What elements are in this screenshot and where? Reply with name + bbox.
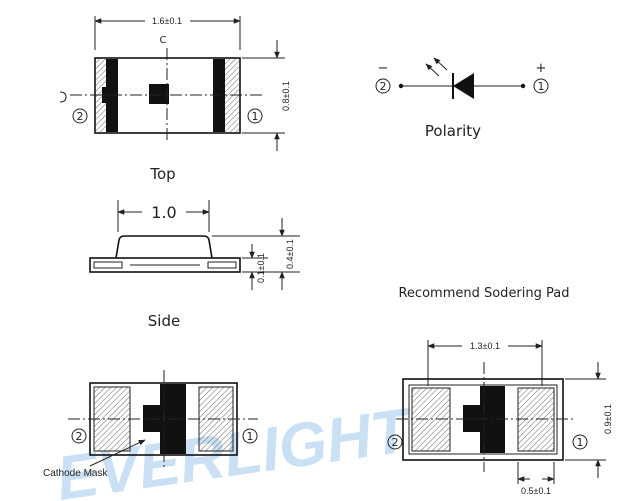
bottom-pin-2: 2 [76, 430, 83, 443]
bottom-pin-1-marker [242, 428, 258, 444]
pad-pin-2-marker [387, 434, 403, 450]
top-view: 1.6±0.1 C 0.8±0.1 2 1 Top [59, 16, 291, 183]
side-pad-right [207, 261, 237, 269]
side-body-dim: 1.0 [151, 203, 176, 222]
cathode-hook [59, 91, 67, 103]
polarity-section: − + 2 1 Polarity [375, 57, 549, 140]
polarity-plus: + [536, 61, 547, 76]
side-dome [115, 235, 213, 259]
pad-pin-1-marker [572, 434, 588, 450]
pad-height-dim: 0.9±0.1 [603, 404, 613, 434]
pad-width-dim: 0.5±0.1 [521, 486, 551, 496]
polarity-caption: Polarity [425, 122, 481, 140]
top-width-dim: 0.8±0.1 [281, 81, 291, 111]
cathode-mask-label: Cathode Mask [43, 468, 108, 479]
led-diode-symbol-icon [398, 57, 526, 99]
side-caption: Side [148, 312, 180, 330]
polarity-pin-1-marker [533, 78, 549, 94]
pin-2-marker [72, 108, 88, 124]
pin-1-label: 1 [252, 110, 259, 123]
top-caption: Top [149, 165, 175, 183]
top-chip [149, 84, 169, 104]
pin-2-label: 2 [77, 110, 84, 123]
side-substrate [89, 257, 241, 273]
bottom-pin-1: 1 [247, 430, 254, 443]
side-pad-left [93, 261, 123, 269]
bottom-view: 2 1 Cathode Mask [43, 370, 258, 479]
pin-1-marker [247, 108, 263, 124]
solder-pad-caption: Recommend Sodering Pad [398, 286, 569, 301]
polarity-pin-2-marker [375, 78, 391, 94]
pad-span-dim: 1.3±0.1 [470, 341, 500, 351]
pad-pin-2: 2 [392, 436, 399, 449]
side-height-dim: 0.4±0.1 [285, 239, 295, 269]
side-pad-dim: 0.1±0.1 [256, 253, 266, 283]
top-length-dim: 1.6±0.1 [152, 16, 182, 26]
bottom-pin-2-marker [71, 428, 87, 444]
center-mark: C [160, 35, 167, 46]
polarity-pin-2: 2 [380, 80, 387, 93]
cathode-leader [89, 439, 146, 467]
polarity-minus: − [378, 61, 389, 76]
pad-pin-1: 1 [577, 436, 584, 449]
polarity-pin-1: 1 [538, 80, 545, 93]
side-view: 1.0 0.1±0.1 0.4±0.1 Side [89, 200, 300, 330]
solder-pad-section: Recommend Sodering Pad 1.3±0.1 2 1 0.9±0… [387, 286, 613, 496]
